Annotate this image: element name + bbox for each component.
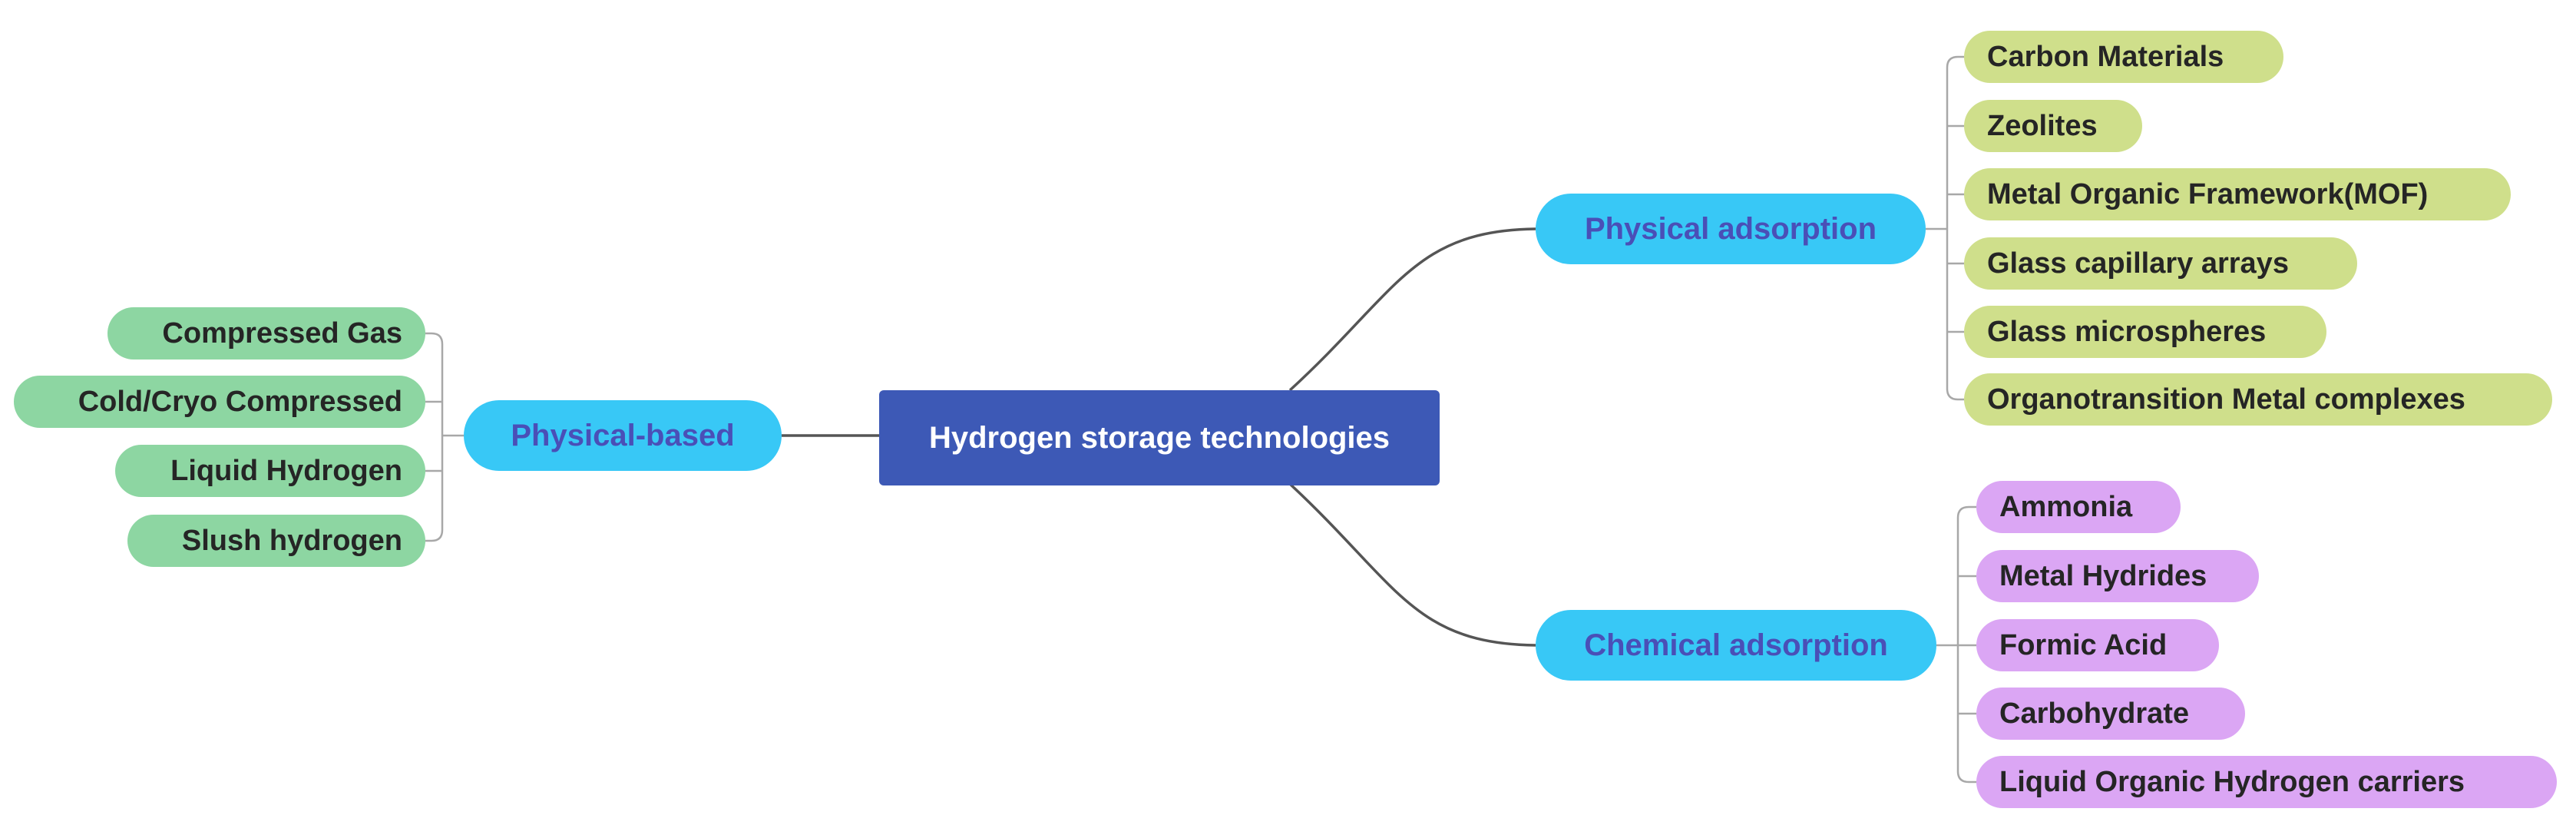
leaf-slush-hydrogen[interactable]: Slush hydrogen: [127, 515, 425, 567]
leaf-carbon-materials[interactable]: Carbon Materials: [1964, 31, 2283, 83]
leaf-glass-microspheres[interactable]: Glass microspheres: [1964, 306, 2326, 358]
root-label: Hydrogen storage technologies: [928, 420, 1391, 455]
leaf-label: Ammonia: [1999, 490, 2133, 523]
bracket-physical-adsorption: [1926, 55, 1964, 401]
branch-chemical-adsorption[interactable]: Chemical adsorption: [1536, 610, 1936, 681]
connector-root-physical-adsorption: [1288, 227, 1536, 392]
leaf-zeolites[interactable]: Zeolites: [1964, 100, 2142, 152]
leaf-glass-capillary-arrays[interactable]: Glass capillary arrays: [1964, 237, 2357, 290]
branch-physical-adsorption[interactable]: Physical adsorption: [1536, 194, 1926, 264]
bracket-chemical-adsorption: [1936, 505, 1976, 784]
leaf-label: Zeolites: [1987, 109, 2098, 142]
leaf-compressed-gas[interactable]: Compressed Gas: [107, 307, 425, 360]
bracket-physical-based: [425, 332, 464, 542]
leaf-label: Glass microspheres: [1987, 315, 2267, 348]
leaf-label: Compressed Gas: [162, 316, 402, 350]
branch-label: Physical adsorption: [1584, 211, 1877, 246]
leaf-label: Cold/Cryo Compressed: [78, 385, 402, 418]
leaf-formic-acid[interactable]: Formic Acid: [1976, 619, 2219, 671]
leaf-metal-organic-framework[interactable]: Metal Organic Framework(MOF): [1964, 168, 2511, 220]
branch-label: Physical-based: [511, 418, 735, 452]
leaf-label: Organotransition Metal complexes: [1987, 383, 2465, 416]
leaf-label: Carbon Materials: [1987, 40, 2224, 73]
leaf-cold-cryo-compressed[interactable]: Cold/Cryo Compressed: [14, 376, 425, 428]
leaf-label: Liquid Hydrogen: [170, 454, 402, 487]
leaf-metal-hydrides[interactable]: Metal Hydrides: [1976, 550, 2259, 602]
branch-physical-based[interactable]: Physical-based: [464, 400, 782, 471]
leaf-liquid-organic-hydrogen-carriers[interactable]: Liquid Organic Hydrogen carriers: [1976, 756, 2557, 808]
root-node[interactable]: Hydrogen storage technologies: [879, 390, 1440, 485]
leaf-label: Formic Acid: [1999, 628, 2168, 661]
leaf-label: Metal Organic Framework(MOF): [1987, 177, 2429, 210]
leaf-label: Metal Hydrides: [1999, 559, 2207, 592]
leaf-organotransition-metal-complexes[interactable]: Organotransition Metal complexes: [1964, 373, 2552, 426]
branch-label: Chemical adsorption: [1584, 628, 1888, 662]
leaf-label: Carbohydrate: [1999, 697, 2190, 730]
connector-root-chemical-adsorption: [1288, 482, 1536, 647]
leaf-liquid-hydrogen[interactable]: Liquid Hydrogen: [115, 445, 425, 497]
leaf-ammonia[interactable]: Ammonia: [1976, 481, 2181, 533]
leaf-label: Slush hydrogen: [181, 524, 402, 557]
leaf-label: Liquid Organic Hydrogen carriers: [1999, 765, 2465, 798]
leaf-label: Glass capillary arrays: [1987, 247, 2289, 280]
leaf-carbohydrate[interactable]: Carbohydrate: [1976, 688, 2245, 740]
